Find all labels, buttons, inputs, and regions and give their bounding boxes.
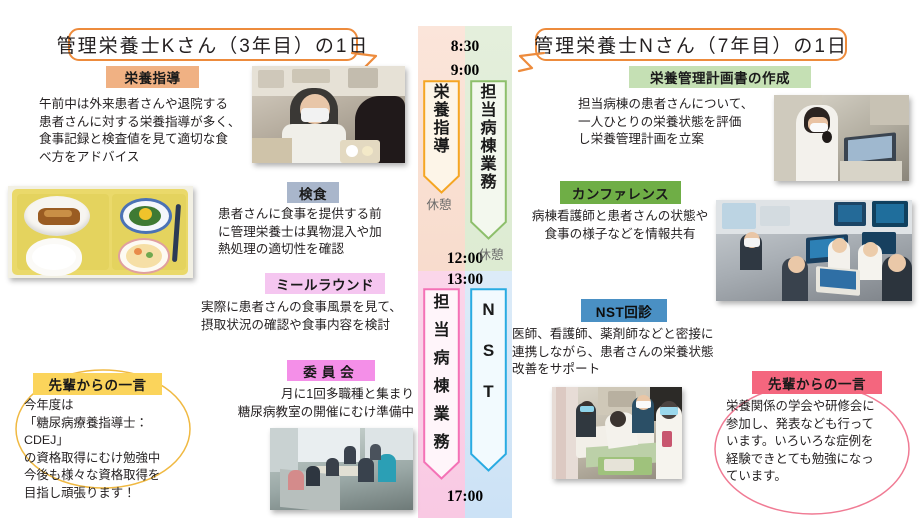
photo-nst-round	[552, 387, 682, 479]
right-bubble-tail-icon	[512, 52, 546, 86]
badge-left-senior-note: 先輩からの一言	[33, 373, 162, 395]
badge-conference: カンファレンス	[560, 181, 681, 204]
ribbon-char: 当	[433, 321, 450, 339]
ribbon-char: 業	[433, 405, 450, 423]
timeline-time-1200: 12:00	[446, 250, 484, 267]
badge-label: 先輩からの一言	[768, 376, 866, 392]
photo-care-plan	[774, 95, 909, 181]
text-conference: 病棟看護師と患者さんの状態や 食事の様子などを情報共有	[531, 209, 709, 241]
photo-nutrition-guidance	[252, 66, 405, 163]
text-nutrition-guidance: 午前中は外来患者さんや退院する 患者さんに対する栄養指導が多く、 食事記録と検査…	[39, 97, 241, 164]
badge-label: 検食	[299, 186, 327, 202]
ribbon-nst-label: N S T	[470, 300, 507, 401]
ribbon-ward-duty-morning-label: 担 当 病 棟 業 務	[470, 84, 507, 191]
left-header-text: 管理栄養士Kさん（3年目）の1日	[56, 36, 370, 57]
ribbon-char: 病	[480, 119, 497, 137]
ribbon-char: T	[483, 382, 494, 402]
ribbon-char: 指	[433, 119, 450, 137]
left-header-bubble: 管理栄養士Kさん（3年目）の1日	[57, 28, 367, 61]
badge-label: ミールラウンド	[276, 277, 374, 293]
ribbon-char: 務	[480, 173, 497, 191]
ribbon-char: 担	[433, 294, 450, 311]
badge-label: 栄養管理計画書の作成	[650, 71, 790, 86]
left-senior-note-ellipse	[14, 368, 192, 490]
ribbon-char: 病	[433, 349, 450, 367]
badge-label: 栄養指導	[124, 71, 181, 86]
timeline-time-0830: 8:30	[450, 38, 480, 55]
text-left-senior-note: 今年度は 「糖尿病療養指導士：CDEJ」 の資格取得にむけ勉強中 今後も様々な資…	[24, 398, 161, 500]
right-header-bubble: 管理栄養士Nさん（7年目）の1日	[534, 28, 848, 61]
badge-label: 委員会	[303, 364, 359, 380]
photo-committee	[270, 428, 413, 510]
right-header-text: 管理栄養士Nさん（7年目）の1日	[534, 36, 848, 57]
ribbon-nutrition-guidance: 栄 養 指 導	[423, 80, 460, 194]
badge-label: カンファレンス	[571, 186, 670, 202]
ribbon-nutrition-guidance-label: 栄 養 指 導	[423, 84, 460, 156]
ribbon-char: 業	[480, 155, 497, 173]
text-nst-round: 医師、看護師、薬剤師などと密接に 連携しながら、患者さんの栄養状態 改善をサポー…	[512, 327, 714, 376]
badge-label: NST回診	[595, 304, 653, 320]
badge-meal-inspection: 検食	[287, 182, 339, 203]
text-meal-round: 実際に患者さんの食事風景を見て、 摂取状況の確認や食事内容を検討	[201, 300, 402, 332]
ribbon-char: 導	[433, 137, 450, 155]
text-meal-inspection: 患者さんに食事を提供する前 に管理栄養士は異物混入や加 熱処理の適切性を確認	[218, 207, 382, 256]
timeline-time-0900: 9:00	[450, 62, 480, 79]
badge-label: 先輩からの一言	[48, 378, 147, 393]
ribbon-ward-duty-afternoon-label: 担 当 病 棟 業 務	[423, 294, 460, 451]
text-right-senior-note: 栄養関係の学会や研修会に 参加し、発表なども行って います。いろいろな症例を 経…	[726, 399, 875, 484]
photo-conference	[716, 200, 912, 301]
text-care-plan: 担当病棟の患者さんについて、 一人ひとりの栄養状態を評価 し栄養管理計画を立案	[578, 97, 754, 146]
ribbon-char: S	[482, 341, 495, 361]
ribbon-char: 棟	[433, 377, 450, 395]
photo-meal-tray	[8, 186, 193, 278]
ribbon-char: 担	[480, 84, 497, 101]
ribbon-char: 棟	[480, 137, 497, 155]
ribbon-ward-duty-morning: 担 当 病 棟 業 務	[470, 80, 507, 240]
timeline-break-morning: 休憩	[426, 198, 452, 212]
ribbon-char: N	[482, 300, 495, 319]
timeline-time-1300: 13:00	[446, 271, 484, 288]
timeline-break-afternoon: 休憩	[478, 248, 504, 262]
text-committee: 月に1回多職種と集まり 糖尿病教室の開催にむけ準備中	[237, 387, 414, 419]
ribbon-char: 当	[480, 101, 497, 119]
badge-committee: 委員会	[287, 360, 375, 381]
ribbon-char: 栄	[433, 84, 450, 101]
ribbon-nst: N S T	[470, 288, 507, 472]
badge-care-plan: 栄養管理計画書の作成	[629, 66, 811, 88]
ribbon-ward-duty-afternoon: 担 当 病 棟 業 務	[423, 288, 460, 480]
badge-meal-round: ミールラウンド	[265, 273, 385, 294]
badge-nst-round: NST回診	[581, 299, 667, 322]
ribbon-char: 養	[433, 101, 450, 119]
badge-right-senior-note: 先輩からの一言	[752, 371, 882, 394]
timeline-time-1700: 17:00	[446, 488, 484, 505]
badge-nutrition-guidance: 栄養指導	[106, 66, 199, 88]
ribbon-char: 務	[433, 433, 450, 451]
